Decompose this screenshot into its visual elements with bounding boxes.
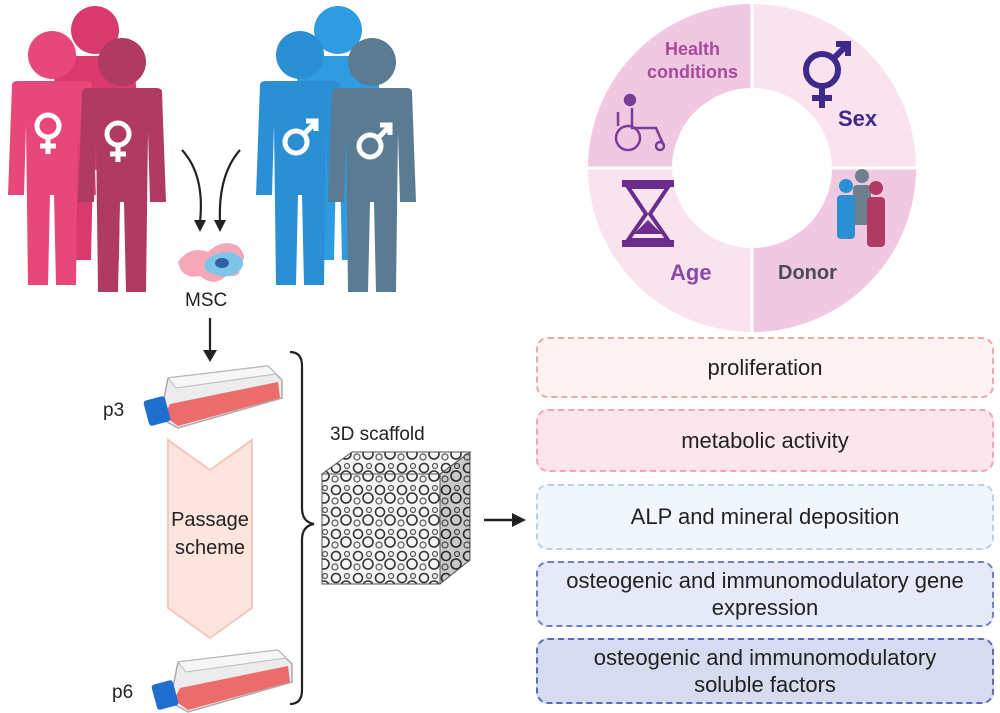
- male-donors-icon: [256, 6, 416, 292]
- health-label-line2: conditions: [647, 62, 738, 82]
- passage-chevron-icon: [167, 438, 253, 640]
- scaffold-cube-icon: [320, 451, 472, 586]
- outcome-box-gene-expression: osteogenic and immunomodulatory gene exp…: [536, 561, 994, 627]
- passage-scheme-label: Passage scheme: [171, 509, 249, 559]
- culture-flask-p3-icon: [143, 365, 283, 429]
- msc-cell-icon: [178, 243, 244, 282]
- gender-symbol-icon: [803, 41, 851, 108]
- age-label: Age: [670, 260, 712, 285]
- health-label-line1: Health: [664, 39, 720, 59]
- curved-arrows-icon: [181, 149, 241, 223]
- wheelchair-icon: [614, 93, 666, 152]
- msc-label: MSC: [185, 290, 228, 311]
- female-symbol-icon: [104, 120, 132, 162]
- arrowhead-icon: [194, 220, 206, 232]
- outcome-text: osteogenic and immunomodulatory gene exp…: [566, 567, 964, 621]
- donor-people-icon: [837, 169, 885, 247]
- donor-label: Donor: [778, 262, 837, 284]
- arrowhead-icon: [203, 350, 217, 362]
- brace-icon: [289, 350, 315, 706]
- ring-segment-age: [587, 168, 752, 333]
- ring-segment-sex: [752, 3, 917, 168]
- outcome-text: ALP and mineral deposition: [630, 504, 900, 530]
- arrowhead-icon: [512, 513, 526, 527]
- sex-label: Sex: [838, 106, 878, 131]
- outcome-box-soluble-factors: osteogenic and immunomodulatory soluble …: [536, 638, 994, 704]
- factor-ring: [586, 2, 918, 334]
- male-symbol-icon: [282, 118, 319, 156]
- outcome-text: metabolic activity: [681, 427, 849, 453]
- arrowhead-icon: [214, 220, 226, 232]
- ring-segment-health: [587, 3, 752, 168]
- hourglass-icon: [622, 180, 674, 247]
- outcome-text: proliferation: [707, 354, 823, 380]
- p3-label: p3: [103, 400, 125, 421]
- male-symbol-icon: [356, 122, 393, 160]
- female-donors-icon: [8, 6, 166, 292]
- culture-flask-p6-icon: [151, 649, 293, 713]
- health-conditions-label: Health conditions: [647, 38, 738, 84]
- ring-segment-donor: [752, 168, 917, 333]
- outcome-box-alp: ALP and mineral deposition: [536, 484, 994, 550]
- outcome-box-metabolic: metabolic activity: [536, 409, 994, 472]
- outcome-box-proliferation: proliferation: [536, 337, 994, 398]
- female-symbol-icon: [34, 112, 62, 154]
- outcome-text: osteogenic and immunomodulatory soluble …: [593, 644, 937, 698]
- p6-label: p6: [112, 682, 134, 703]
- scaffold-label: 3D scaffold: [330, 424, 425, 445]
